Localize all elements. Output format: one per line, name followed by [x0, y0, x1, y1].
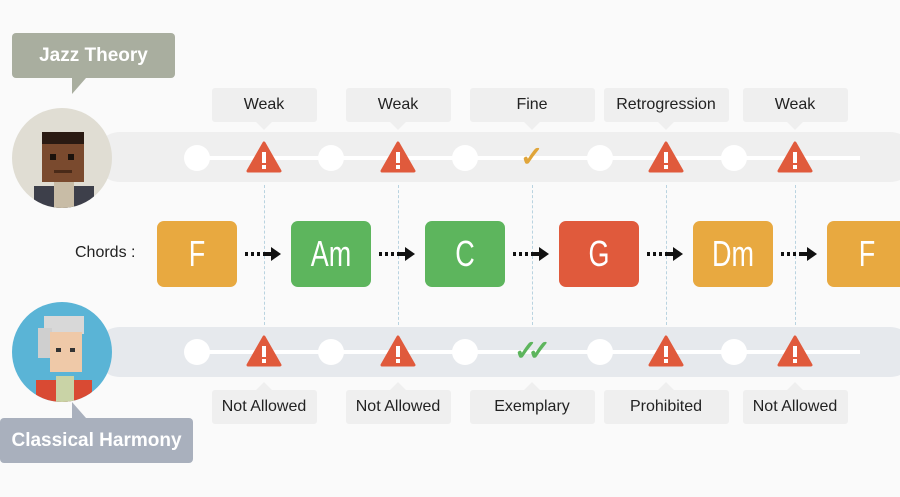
timeline-dot [587, 145, 613, 171]
warning-icon [648, 335, 684, 367]
warning-icon [648, 141, 684, 173]
chord-block: Dm [693, 221, 773, 287]
classical-verdict-label: Prohibited [603, 382, 729, 424]
chord-name: C [455, 233, 475, 274]
jazz-musician-icon [34, 132, 94, 208]
timeline-dot [587, 339, 613, 365]
chord-block: Am [291, 221, 371, 287]
arrow-icon [377, 246, 417, 262]
chord-name: F [188, 233, 206, 274]
double-check-icon: ✓✓ [514, 335, 551, 366]
chord-block: G [559, 221, 639, 287]
jazz-avatar [12, 108, 112, 208]
jazz-verdict-label: Weak [211, 88, 317, 130]
chord-name: G [588, 233, 610, 274]
classical-verdict-label: Not Allowed [742, 382, 848, 424]
timeline-dot [452, 339, 478, 365]
timeline-dot [318, 145, 344, 171]
timeline-dot [318, 339, 344, 365]
classical-composer-icon [36, 316, 92, 402]
classical-verdict-label: Exemplary [469, 382, 595, 424]
jazz-line [195, 156, 860, 160]
timeline-dot [721, 339, 747, 365]
chords-label: Chords : [75, 244, 136, 261]
chord-name: Am [310, 233, 352, 274]
classical-verdict-label: Not Allowed [345, 382, 451, 424]
jazz-label-tail [72, 78, 86, 94]
classical-avatar [12, 302, 112, 402]
chord-block: F [827, 221, 900, 287]
arrow-icon [511, 246, 551, 262]
jazz-verdict-label: Weak [742, 88, 848, 130]
jazz-verdict-label: Retrogression [603, 88, 729, 130]
arrow-icon [645, 246, 685, 262]
timeline-dot [184, 145, 210, 171]
chord-name: F [858, 233, 876, 274]
arrow-icon [779, 246, 819, 262]
warning-icon [777, 335, 813, 367]
warning-icon [246, 335, 282, 367]
jazz-theory-label: Jazz Theory [12, 33, 175, 78]
warning-icon [246, 141, 282, 173]
warning-icon [777, 141, 813, 173]
chord-block: C [425, 221, 505, 287]
timeline-dot [184, 339, 210, 365]
classical-harmony-label: Classical Harmony [0, 418, 193, 463]
classical-label-tail [72, 402, 86, 418]
warning-icon [380, 335, 416, 367]
classical-line [195, 350, 860, 354]
check-icon: ✓ [520, 141, 544, 172]
jazz-verdict-label: Weak [345, 88, 451, 130]
arrow-icon [243, 246, 283, 262]
jazz-verdict-label: Fine [469, 88, 595, 130]
timeline-dot [721, 145, 747, 171]
classical-verdict-label: Not Allowed [211, 382, 317, 424]
timeline-dot [452, 145, 478, 171]
chord-block: F [157, 221, 237, 287]
warning-icon [380, 141, 416, 173]
chord-name: Dm [712, 233, 754, 274]
